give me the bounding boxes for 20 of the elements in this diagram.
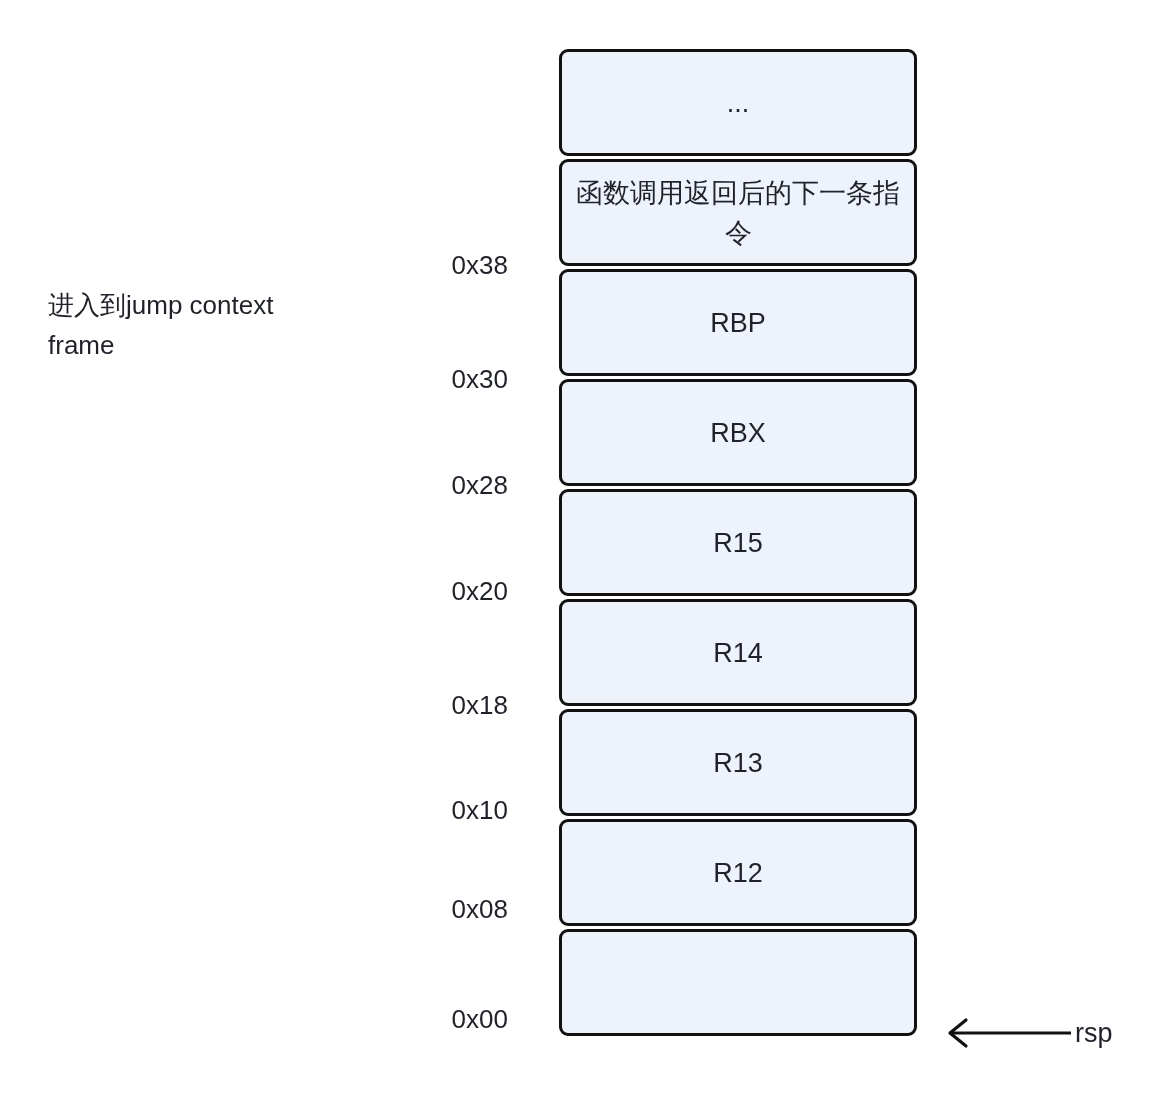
stack-slot-box: R15 — [559, 489, 917, 596]
note-text: 进入到jump context frame — [48, 289, 275, 362]
stack-slot-box: R13 — [559, 709, 917, 816]
address-label: 0x20 — [450, 575, 508, 607]
address-label: 0x30 — [450, 363, 508, 395]
address-label: 0x18 — [450, 689, 508, 721]
stack-slot-box: R12 — [559, 819, 917, 926]
address-label: 0x08 — [450, 893, 508, 925]
stack-slot-box: RBX — [559, 379, 917, 486]
stack-slot-box: RBP — [559, 269, 917, 376]
stack-slot-box: ... — [559, 49, 917, 156]
address-label: 0x28 — [450, 469, 508, 501]
stack-slot-box: 函数调用返回后的下一条指令 — [559, 159, 917, 266]
address-label: 0x00 — [450, 1003, 508, 1035]
address-label: 0x10 — [450, 794, 508, 826]
stack-slot-box — [559, 929, 917, 1036]
address-label: 0x38 — [450, 249, 508, 281]
arrow — [948, 1018, 1071, 1048]
pointer-label: rsp — [1075, 1017, 1113, 1049]
stack-slot-box: R14 — [559, 599, 917, 706]
